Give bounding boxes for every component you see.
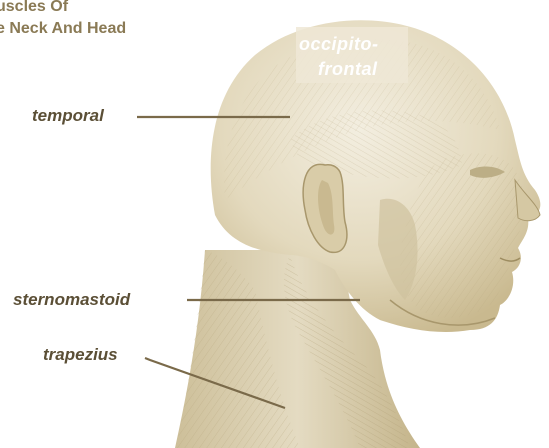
trapezius-label: trapezius	[43, 345, 118, 365]
occipitofrontal-label-line-2: frontal	[318, 59, 378, 79]
figure-title-line-1: uscles Of	[0, 0, 68, 16]
figure-title-line-2: e Neck And Head	[0, 20, 126, 38]
occipitofrontal-label-line-1: occipito-	[299, 34, 379, 54]
sternomastoid-label: sternomastoid	[13, 290, 130, 310]
temporal-label: temporal	[32, 106, 104, 126]
